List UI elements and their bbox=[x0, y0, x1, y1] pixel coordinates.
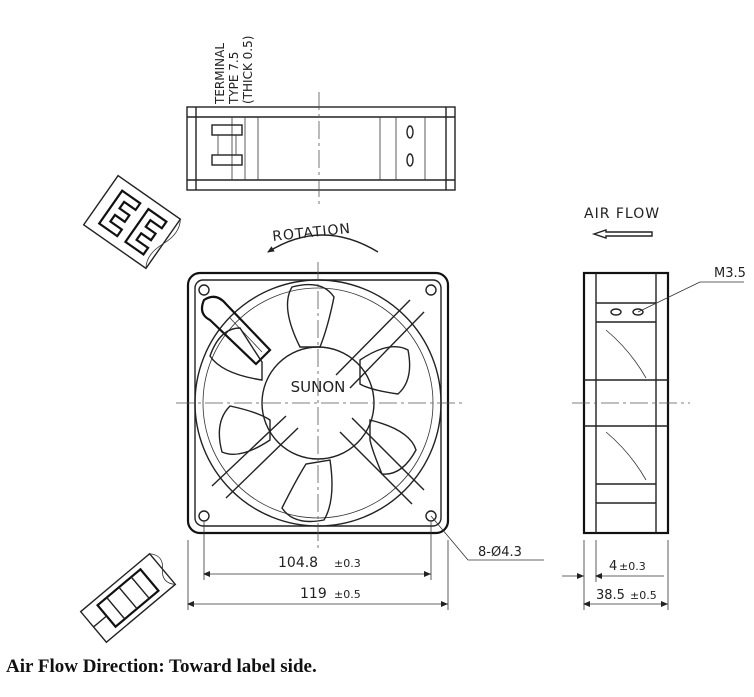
terminal-detail-lower bbox=[79, 552, 177, 644]
flange-value: 4 bbox=[609, 559, 617, 574]
hole-pitch-tolerance: ±0.3 bbox=[334, 557, 361, 570]
hole-callout: 8-Ø4.3 bbox=[430, 515, 544, 561]
screw-label: M3.5 bbox=[714, 266, 746, 281]
width-value: 119 bbox=[300, 586, 327, 602]
rotation-label: ROTATION bbox=[272, 221, 352, 245]
hole-pitch-value: 104.8 bbox=[278, 555, 318, 571]
width-tolerance: ±0.5 bbox=[334, 588, 361, 601]
side-view: AIR FLOW M3.5 4 ±0.3 38.5 ±0.5 bbox=[562, 206, 746, 610]
depth-tolerance: ±0.5 bbox=[630, 589, 657, 602]
terminal-label-line3: (THICK 0.5) bbox=[241, 36, 255, 104]
terminal-label-line2: TYPE 7.5 bbox=[227, 52, 241, 105]
airflow-label: AIR FLOW bbox=[584, 206, 660, 222]
flange-tolerance: ±0.3 bbox=[619, 560, 646, 573]
terminal-detail-upper bbox=[82, 174, 182, 270]
terminal-label-line1: TERMINAL bbox=[213, 43, 227, 105]
front-dimensions: 104.8 ±0.3 119 ±0.5 bbox=[187, 522, 449, 610]
rotation-indicator: ROTATION bbox=[267, 221, 379, 253]
airflow-arrow bbox=[591, 229, 653, 239]
holes-label: 8-Ø4.3 bbox=[478, 545, 522, 560]
depth-value: 38.5 bbox=[596, 588, 625, 603]
top-view: TERMINAL TYPE 7.5 (THICK 0.5) bbox=[186, 36, 456, 205]
front-view: SUNON bbox=[176, 262, 462, 548]
caption: Air Flow Direction: Toward label side. bbox=[6, 656, 317, 677]
